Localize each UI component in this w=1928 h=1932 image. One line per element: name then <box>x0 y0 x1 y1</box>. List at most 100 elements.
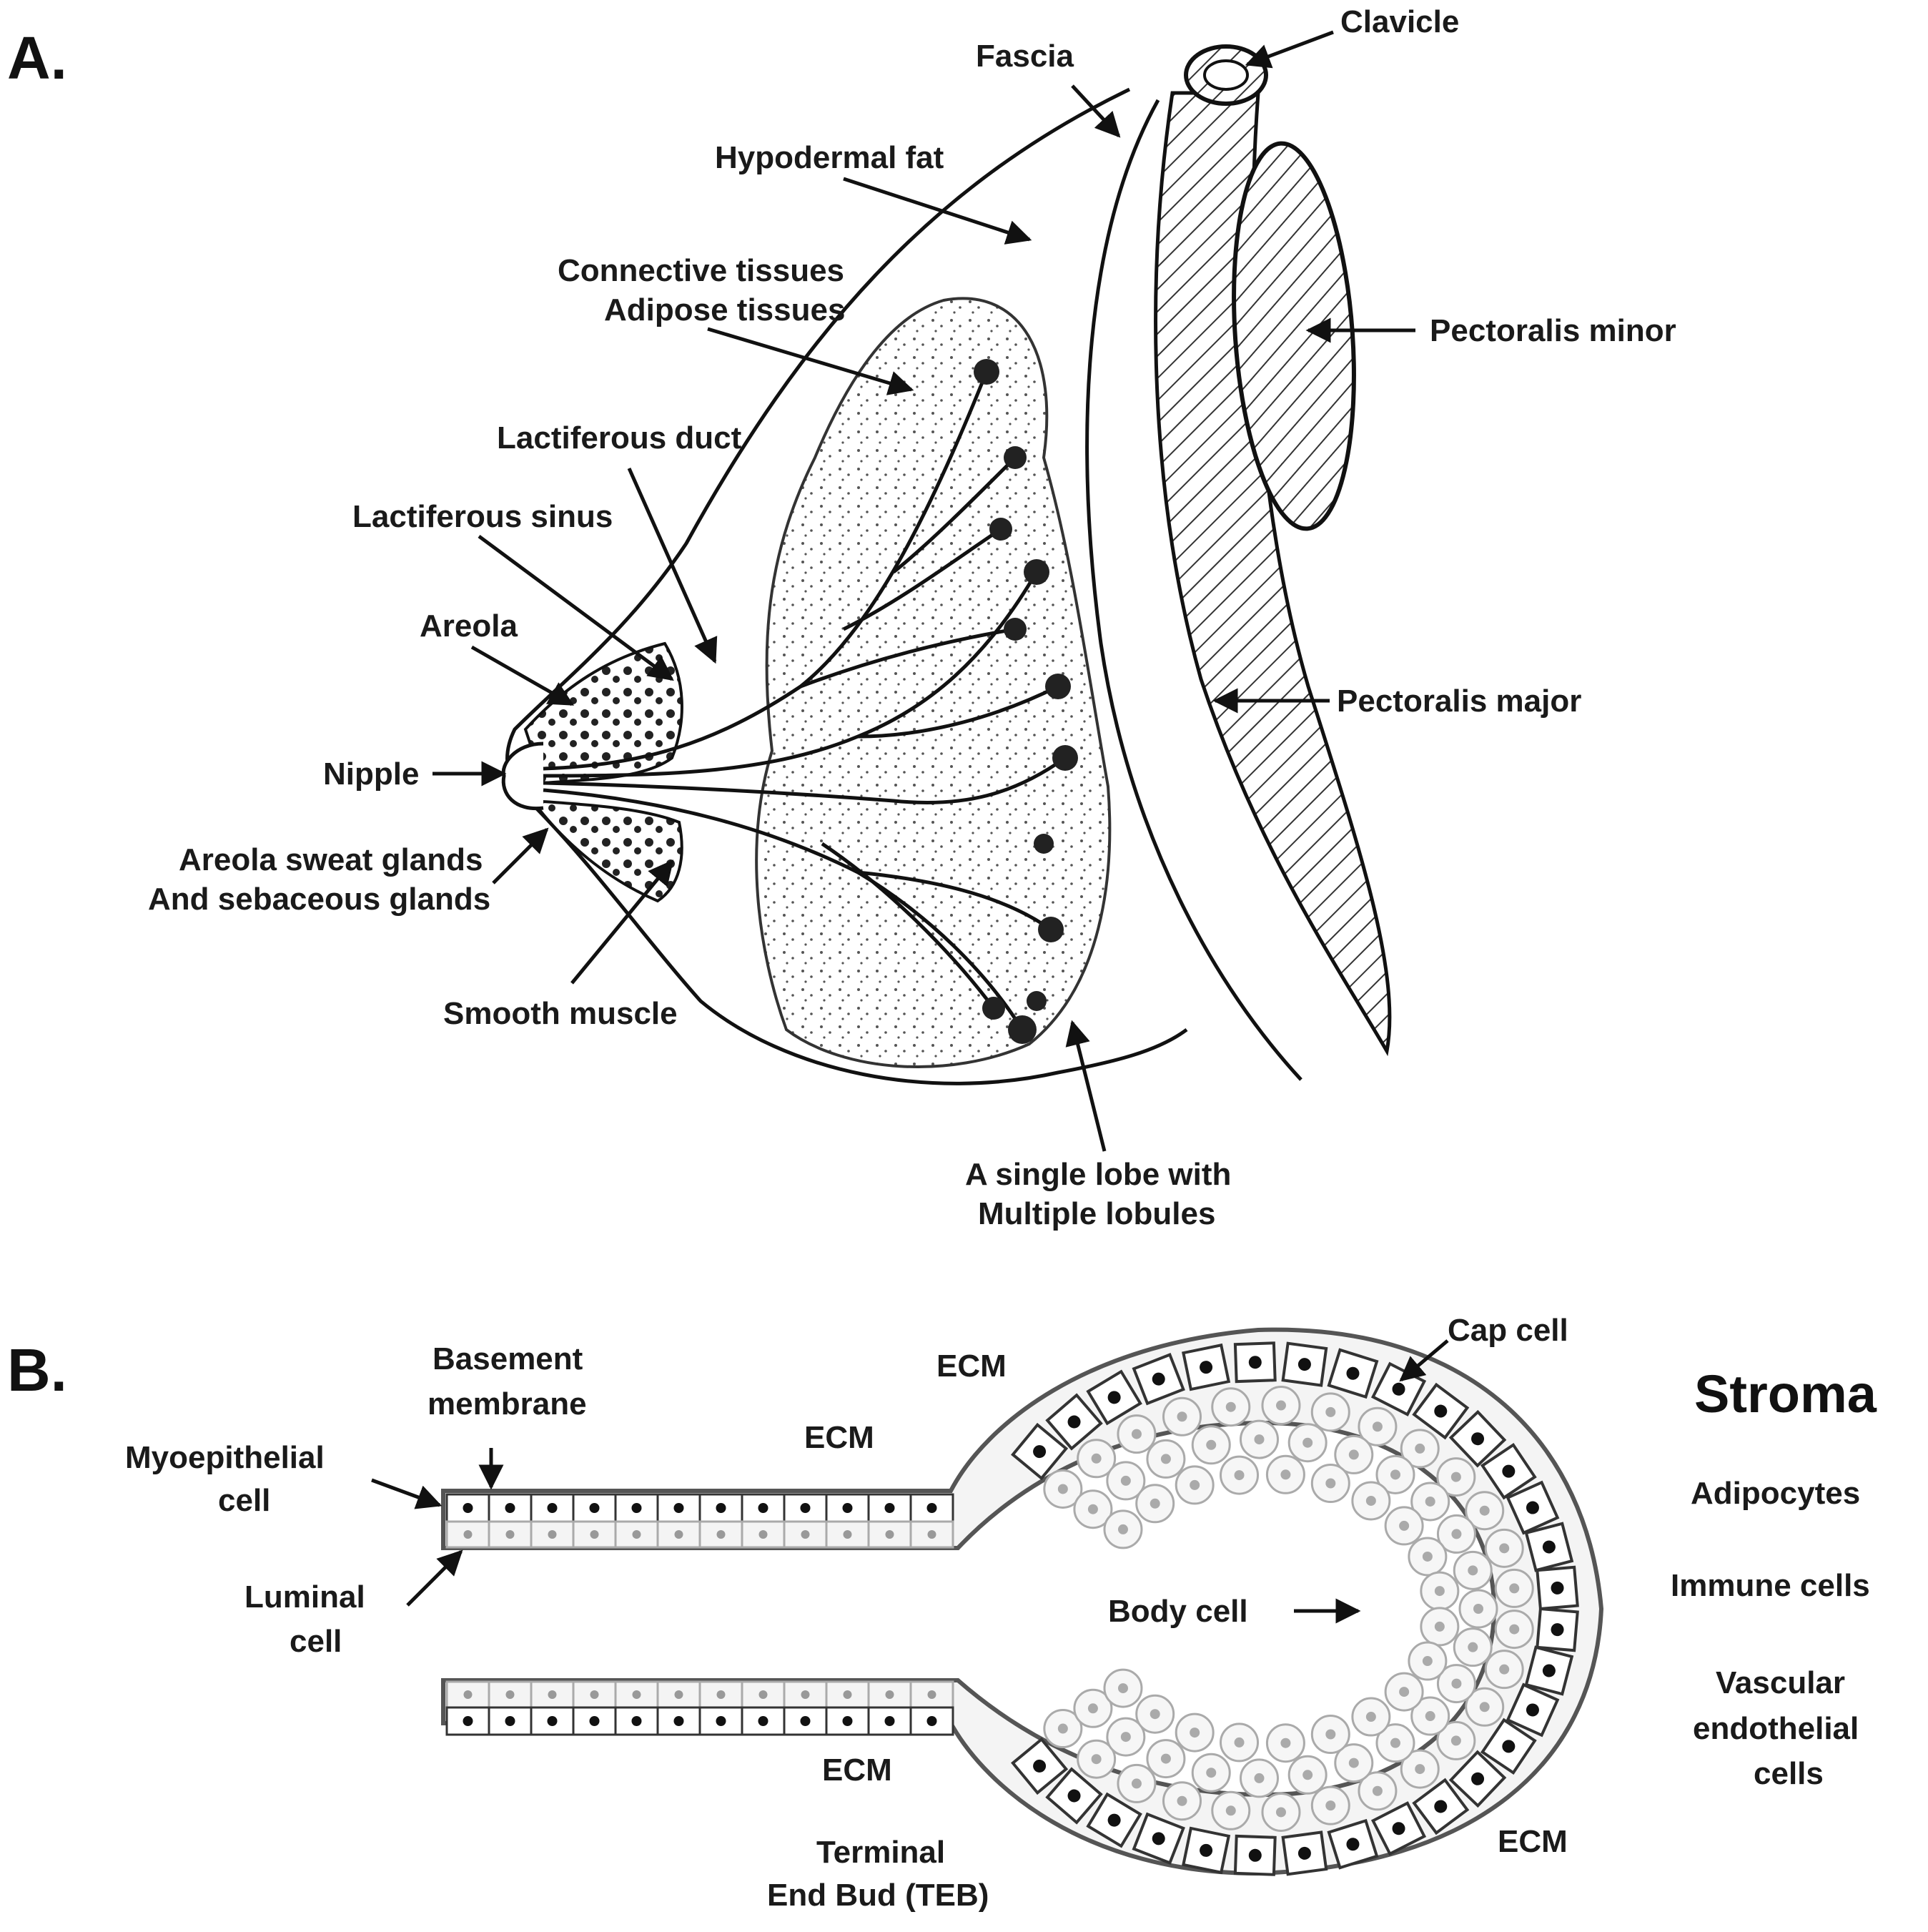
body-cell-nucleus <box>1425 1711 1435 1722</box>
myoepithelial-cell-nucleus <box>547 1503 558 1513</box>
body-cell-nucleus <box>1206 1439 1217 1450</box>
luminal-cell-nucleus <box>885 1690 894 1699</box>
cap-cell <box>1480 1717 1537 1775</box>
myoepithelial-cell <box>909 1493 954 1523</box>
body-cell-nucleus <box>1206 1768 1217 1778</box>
label-luminal-cell: cell <box>290 1624 342 1659</box>
luminal-cell-nucleus <box>927 1530 936 1539</box>
stroma-immune-cells: Immune cells <box>1671 1568 1870 1603</box>
cap-cell <box>1045 1767 1103 1825</box>
panel-a: A. <box>7 4 1676 1231</box>
body-cell-nucleus <box>1190 1479 1200 1490</box>
luminal-cell-nucleus <box>590 1530 599 1539</box>
luminal-cell-nucleus <box>674 1530 683 1539</box>
fascia-line <box>1085 99 1302 1081</box>
label-terminal: Terminal <box>816 1835 945 1870</box>
luminal-cell-nucleus <box>843 1690 852 1699</box>
label-multiple-lobules: Multiple lobules <box>978 1196 1215 1231</box>
label-pectoralis-major: Pectoralis major <box>1337 684 1581 719</box>
body-cell-nucleus <box>1280 1469 1291 1480</box>
duct-upper-luminal-cells <box>445 1520 954 1549</box>
body-cell-nucleus <box>1234 1737 1245 1748</box>
body-cell-nucleus <box>1365 1495 1376 1506</box>
body-cell-nucleus <box>1450 1735 1461 1746</box>
panel-a-arrows <box>432 30 1415 1152</box>
label-lactiferous-duct: Lactiferous duct <box>497 420 742 455</box>
cap-cell <box>1448 1409 1507 1468</box>
myoepithelial-cell <box>741 1493 786 1523</box>
cap-cell <box>1536 1607 1579 1652</box>
cap-cell <box>1086 1792 1142 1848</box>
cap-cell <box>1182 1343 1231 1391</box>
body-cell-nucleus <box>1057 1723 1068 1734</box>
lactiferous-duct-tree <box>543 371 1067 1031</box>
label-areola-sweat-glands: Areola sweat glands <box>179 842 483 877</box>
cap-cell <box>1412 1382 1470 1440</box>
myoepithelial-cell-nucleus <box>926 1716 937 1726</box>
body-cell-nucleus <box>1190 1728 1200 1738</box>
myoepithelial-cell-nucleus <box>758 1716 768 1726</box>
luminal-cell-nucleus <box>463 1690 473 1699</box>
luminal-cell-nucleus <box>548 1690 557 1699</box>
body-cell-nucleus <box>1425 1496 1435 1507</box>
myoepithelial-cell-nucleus <box>926 1503 937 1513</box>
label-membrane: membrane <box>427 1386 587 1421</box>
luminal-cell-nucleus <box>801 1530 810 1539</box>
clavicle-marrow <box>1203 59 1249 91</box>
luminal-cell-nucleus <box>505 1690 515 1699</box>
areola-glands-lower <box>529 799 683 903</box>
label-adipose-tissues: Adipose tissues <box>604 292 845 327</box>
label-luminal: Luminal <box>244 1579 365 1615</box>
myoepithelial-cell-nucleus <box>589 1716 600 1726</box>
cap-cell <box>1011 1422 1069 1481</box>
body-cell-nucleus <box>1390 1738 1400 1748</box>
cap-cell <box>1132 1812 1185 1865</box>
body-cell-nucleus <box>1473 1604 1483 1614</box>
panel-b-arrows <box>371 1339 1449 1624</box>
myoepithelial-cell-nucleus <box>884 1716 895 1726</box>
body-cell-nucleus <box>1399 1520 1410 1531</box>
myoepithelial-cell-nucleus <box>842 1503 853 1513</box>
myoepithelial-cell-nucleus <box>800 1503 811 1513</box>
body-cell-nucleus <box>1325 1800 1336 1811</box>
myoepithelial-cell-nucleus <box>673 1716 684 1726</box>
cap-cell <box>1086 1369 1142 1426</box>
body-cell-nucleus <box>1479 1505 1490 1516</box>
label-ecm-top: ECM <box>936 1349 1007 1384</box>
myoepithelial-cell-nucleus <box>716 1716 726 1726</box>
body-cell-nucleus <box>1117 1524 1128 1534</box>
label-myoepithelial-cell: cell <box>218 1483 270 1518</box>
myoepithelial-cell <box>445 1706 490 1736</box>
body-cell-nucleus <box>1177 1411 1187 1422</box>
cap-cells-layer <box>1011 1341 1579 1876</box>
areola-glands <box>523 641 683 785</box>
body-cell-nucleus <box>1150 1498 1160 1509</box>
body-cells-mass <box>1043 1386 1534 1832</box>
nipple <box>501 741 544 811</box>
label-areola: Areola <box>420 608 518 644</box>
body-cell-nucleus <box>1160 1753 1171 1764</box>
luminal-cell-nucleus <box>632 1530 641 1539</box>
stroma-adipocytes: Adipocytes <box>1691 1476 1860 1511</box>
luminal-cell-nucleus <box>716 1530 726 1539</box>
luminal-cell-nucleus <box>843 1530 852 1539</box>
body-cell-nucleus <box>1275 1807 1286 1818</box>
stroma-endothelial: endothelial <box>1693 1711 1859 1746</box>
luminal-cell-nucleus <box>548 1530 557 1539</box>
cap-cell <box>1132 1353 1185 1406</box>
body-cell-nucleus <box>1225 1805 1236 1816</box>
body-cell-nucleus <box>1499 1664 1510 1675</box>
luminal-cell <box>783 1520 828 1549</box>
body-cell-nucleus <box>1451 1678 1462 1689</box>
label-lactiferous-sinus: Lactiferous sinus <box>352 499 613 534</box>
body-cell-nucleus <box>1225 1401 1236 1412</box>
cap-cell <box>1370 1801 1427 1856</box>
body-cell-nucleus <box>1120 1475 1131 1486</box>
cap-cell <box>1448 1750 1507 1808</box>
body-cell-nucleus <box>1280 1738 1291 1748</box>
body-cell-nucleus <box>1451 1529 1462 1539</box>
stroma-title: Stroma <box>1694 1364 1877 1424</box>
luminal-cell-nucleus <box>590 1690 599 1699</box>
body-cell-nucleus <box>1325 1729 1336 1740</box>
